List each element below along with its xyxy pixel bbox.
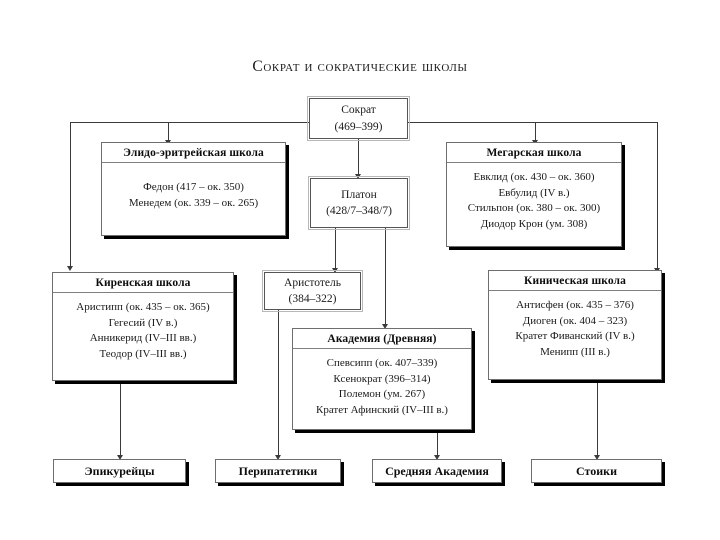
academy-header: Академия (Древняя) xyxy=(293,329,471,349)
connector-cyrene-to-epicureans xyxy=(120,381,121,458)
arrowhead-plato xyxy=(354,174,361,179)
socrates-dates: (469–399) xyxy=(334,120,383,133)
connector-socrates-to-megara xyxy=(535,122,536,142)
academy-member: Полемон (ум. 267) xyxy=(338,388,426,401)
node-plato[interactable]: Платон (428/7–348/7) xyxy=(308,176,410,230)
page-title: Сократ и сократические школы xyxy=(252,58,468,75)
cynic-members: Антисфен (ок. 435 – 376) Диоген (ок. 404… xyxy=(489,291,661,367)
cynic-member: Менипп (III в.) xyxy=(540,345,610,358)
connector-aristotle-to-peripatetics xyxy=(278,310,279,458)
megara-members: Евклид (ок. 430 – ок. 360) Евбулид (IV в… xyxy=(447,163,621,239)
academy-member: Спевсипп (ок. 407–339) xyxy=(326,357,438,369)
connector-plato-to-aristotle xyxy=(335,228,336,271)
megara-member: Евбулид (IV в.) xyxy=(498,186,570,199)
node-elido-eretrian-school[interactable]: Элидо-эритрейская школа Федон (417 – ок.… xyxy=(101,142,286,236)
socrates-name: Сократ xyxy=(341,104,376,117)
academy-member: Ксенократ (396–314) xyxy=(333,372,431,385)
cyrene-header: Киренская школа xyxy=(53,273,233,293)
connector-socrates-to-elido xyxy=(168,122,169,142)
cynic-header: Киническая школа xyxy=(489,271,661,291)
arrowhead-aristotle xyxy=(331,268,338,273)
plato-dates: (428/7–348/7) xyxy=(326,205,392,217)
cyrene-member: Гегесий (IV в.) xyxy=(108,316,178,329)
arrowhead-middle-academy xyxy=(433,455,440,460)
connector-plato-to-academy xyxy=(385,228,386,327)
elido-member: Федон (417 – ок. 350) xyxy=(143,181,244,193)
peripatetics-label: Перипатетики xyxy=(238,463,318,478)
academy-members: Спевсипп (ок. 407–339) Ксенократ (396–31… xyxy=(293,349,471,425)
arrowhead-cyrene xyxy=(66,266,73,271)
elido-member: Менедем (ок. 339 – ок. 265) xyxy=(128,196,259,209)
elido-members: Федон (417 – ок. 350) Менедем (ок. 339 –… xyxy=(102,163,285,218)
connector-cynic-to-stoics xyxy=(597,380,598,458)
cynic-member: Кратет Фиванский (IV в.) xyxy=(515,330,635,343)
megara-member: Евклид (ок. 430 – ок. 360) xyxy=(473,171,595,183)
arrowhead-academy xyxy=(381,324,388,329)
cyrene-members: Аристипп (ок. 435 – ок. 365) Гегесий (IV… xyxy=(53,293,233,369)
node-peripatetics[interactable]: Перипатетики xyxy=(215,459,341,483)
arrowhead-epicureans xyxy=(116,455,123,460)
node-socrates[interactable]: Сократ (469–399) xyxy=(307,96,410,141)
arrowhead-peripatetics xyxy=(274,455,281,460)
cyrene-member: Теодор (IV–III вв.) xyxy=(99,347,187,360)
megara-member: Диодор Крон (ум. 308) xyxy=(480,217,588,230)
node-middle-academy[interactable]: Средняя Академия xyxy=(372,459,502,483)
middle-academy-label: Средняя Академия xyxy=(385,463,489,478)
node-aristotle[interactable]: Аристотель (384–322) xyxy=(262,270,363,312)
cynic-member: Антисфен (ок. 435 – 376) xyxy=(516,299,634,311)
node-cynic-school[interactable]: Киническая школа Антисфен (ок. 435 – 376… xyxy=(488,270,662,380)
node-old-academy[interactable]: Академия (Древняя) Спевсипп (ок. 407–339… xyxy=(292,328,472,430)
node-cyrenaic-school[interactable]: Киренская школа Аристипп (ок. 435 – ок. … xyxy=(52,272,234,381)
plato-name: Платон xyxy=(341,188,377,201)
arrowhead-stoics xyxy=(593,455,600,460)
connector-socrates-to-plato xyxy=(358,139,359,177)
elido-header: Элидо-эритрейская школа xyxy=(102,143,285,163)
cyrene-member: Аристипп (ок. 435 – ок. 365) xyxy=(76,301,210,313)
node-megarian-school[interactable]: Мегарская школа Евклид (ок. 430 – ок. 36… xyxy=(446,142,622,247)
cyrene-member: Анникерид (IV–III вв.) xyxy=(89,332,197,345)
megara-header: Мегарская школа xyxy=(447,143,621,163)
connector-socrates-to-cyrene xyxy=(70,122,71,268)
connector-academy-to-middle-academy xyxy=(437,430,438,458)
cynic-member: Диоген (ок. 404 – 323) xyxy=(522,314,628,327)
epicureans-label: Эпикурейцы xyxy=(84,463,155,478)
connector-socrates-to-cynic xyxy=(657,122,658,270)
aristotle-dates: (384–322) xyxy=(288,293,337,305)
stoics-label: Стоики xyxy=(576,463,617,478)
node-epicureans[interactable]: Эпикурейцы xyxy=(53,459,186,483)
megara-member: Стильпон (ок. 380 – ок. 300) xyxy=(467,202,601,215)
academy-member: Кратет Афинский (IV–III в.) xyxy=(316,403,448,416)
node-stoics[interactable]: Стоики xyxy=(531,459,662,483)
aristotle-name: Аристотель xyxy=(284,276,341,289)
